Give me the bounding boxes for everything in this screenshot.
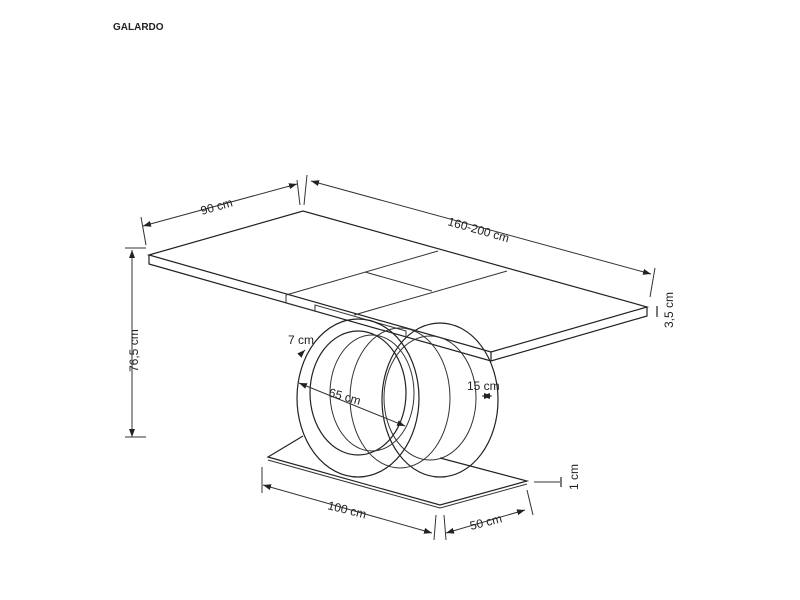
base-length-label: 100 cm bbox=[326, 498, 368, 521]
length-label: 160-200 cm bbox=[446, 214, 511, 245]
ring-diameter-label: 65 cm bbox=[327, 385, 362, 407]
dimension-lines bbox=[125, 174, 658, 541]
height-label: 76,5 cm bbox=[127, 329, 141, 372]
width-label: 90 cm bbox=[199, 195, 234, 217]
ring-depth-label: 15 cm bbox=[467, 379, 500, 393]
ring-thickness-label: 7 cm bbox=[288, 333, 314, 347]
top-thickness-label: 3,5 cm bbox=[662, 292, 676, 328]
base-thickness-label: 1 cm bbox=[567, 464, 581, 490]
base-width-label: 50 cm bbox=[468, 511, 503, 532]
product-title: GALARDO bbox=[113, 22, 164, 33]
